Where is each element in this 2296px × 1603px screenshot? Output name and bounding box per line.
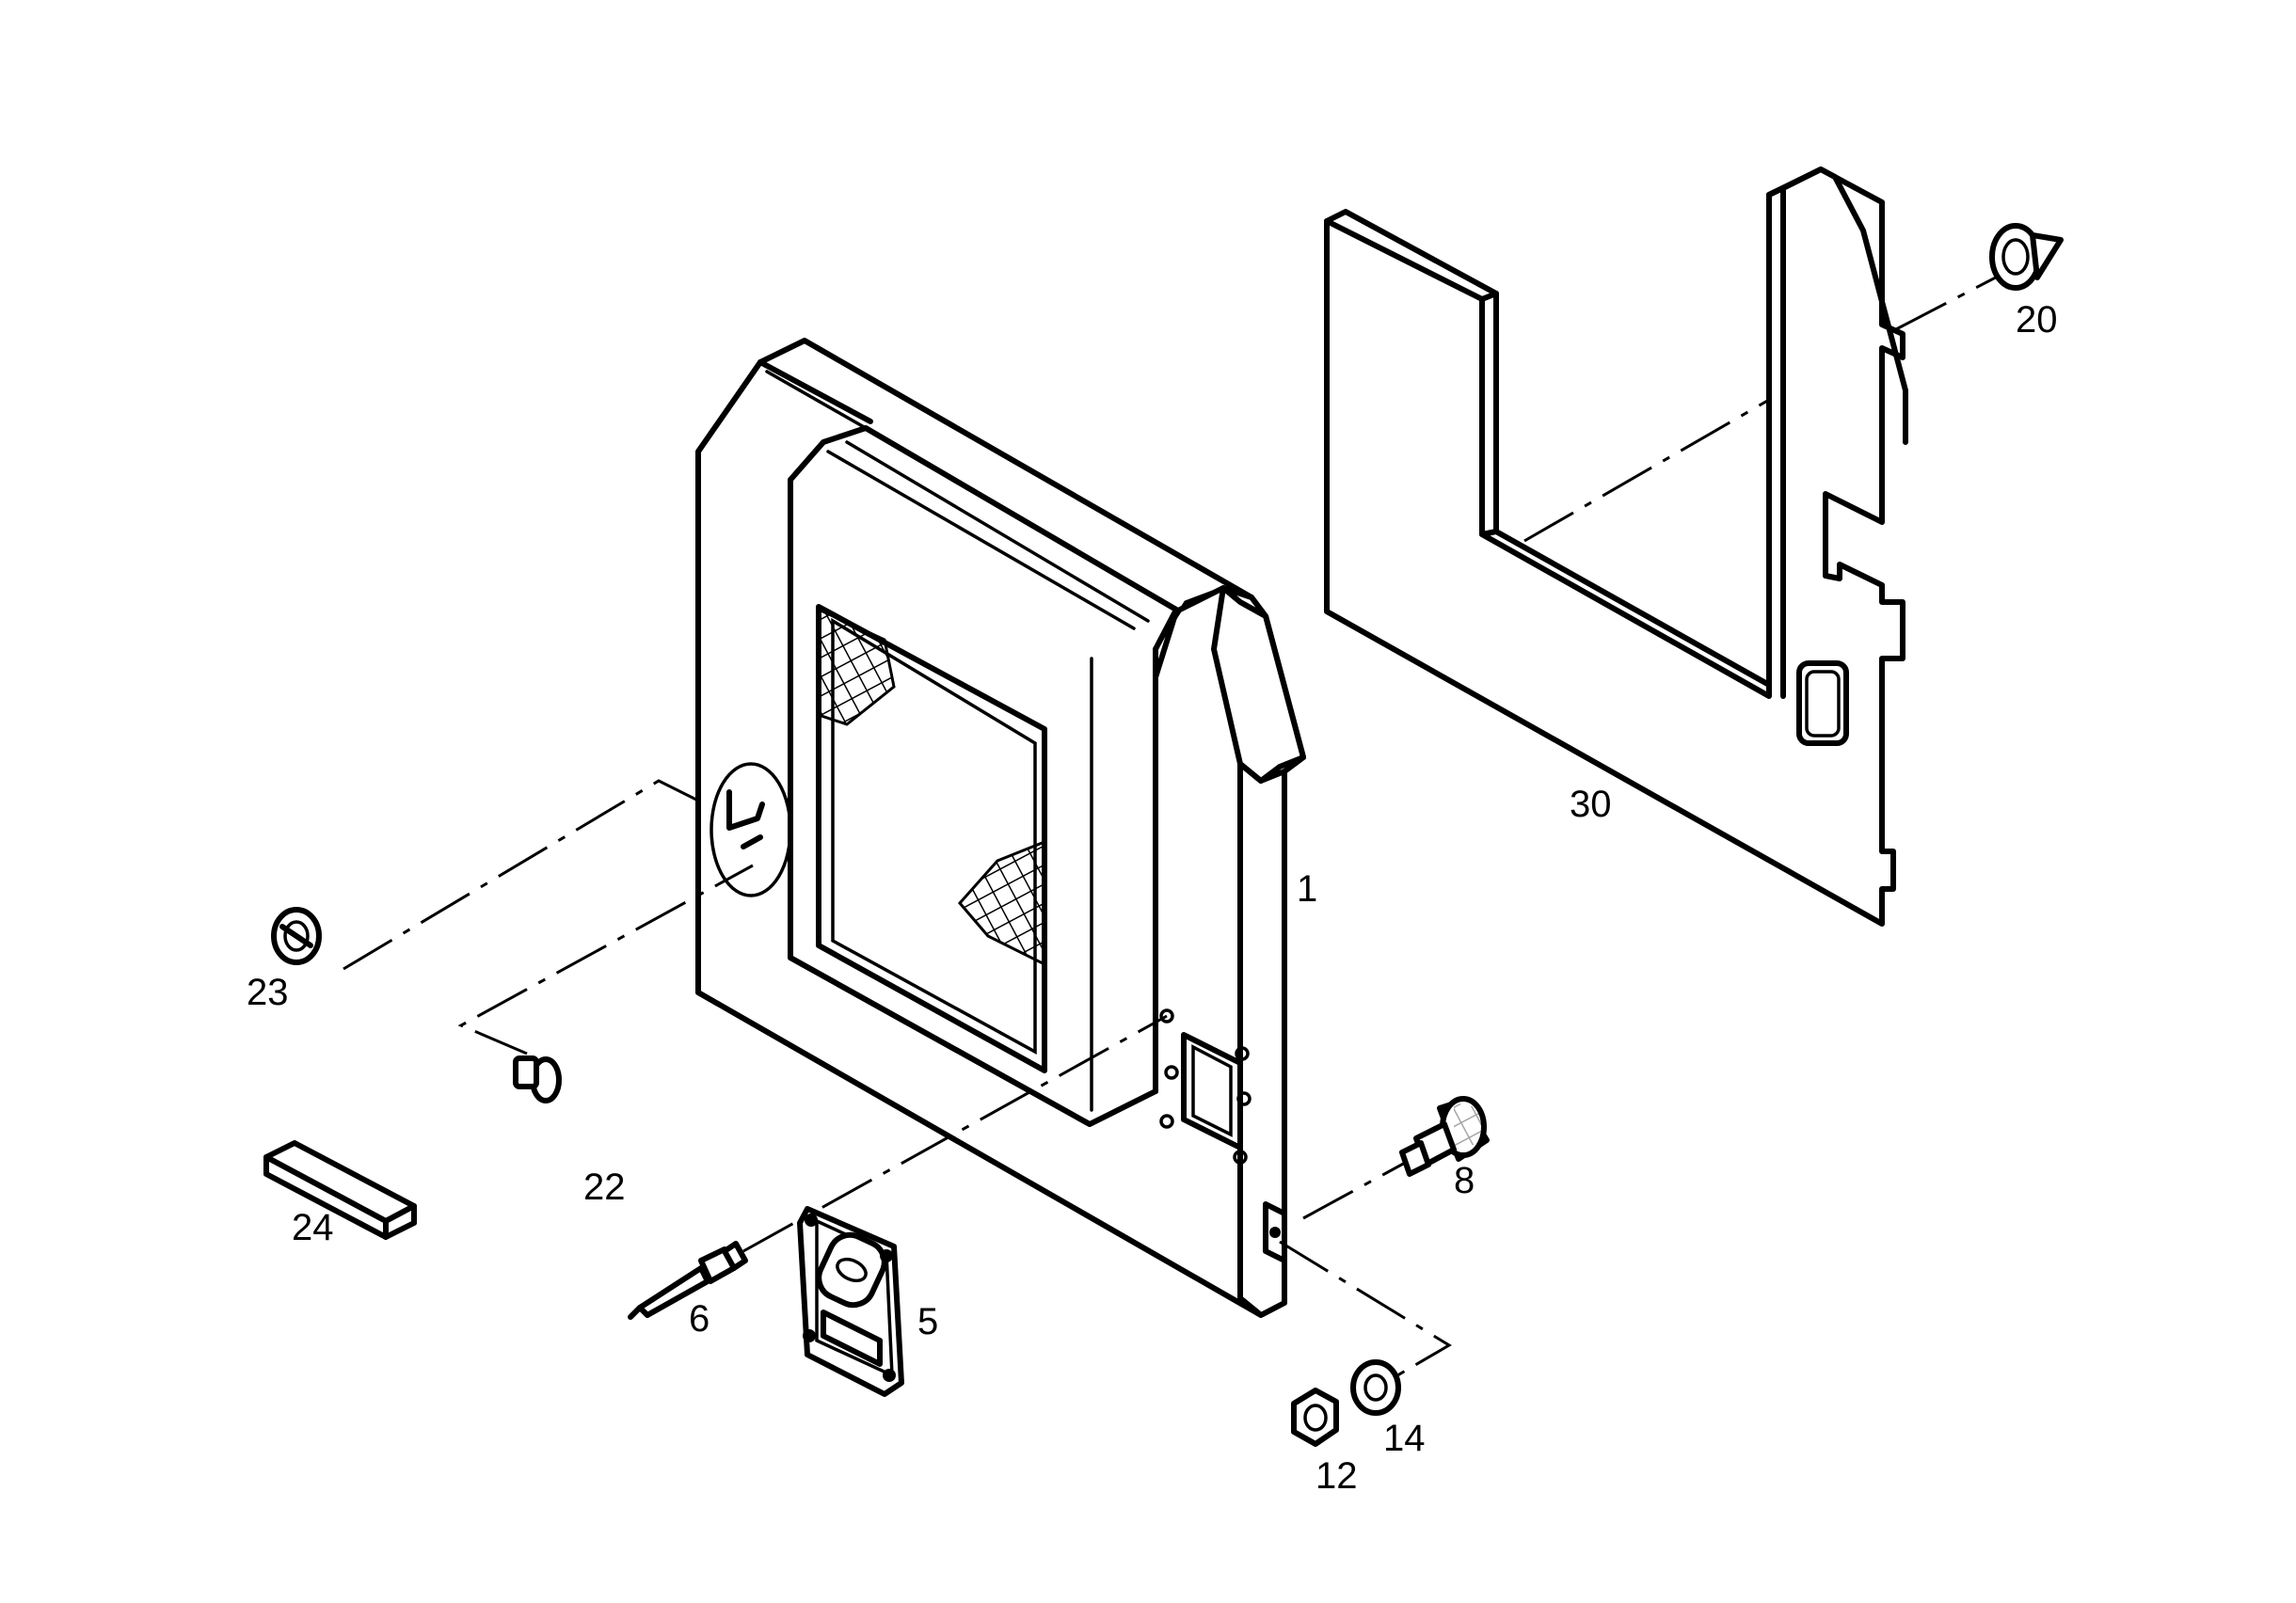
part-30-rear-panel xyxy=(1324,167,1908,927)
leader-12-14 xyxy=(1279,1240,1452,1380)
part-1-side-panel xyxy=(695,338,1306,1318)
label-part-20: 20 xyxy=(2016,299,2058,341)
leader-23 xyxy=(343,779,697,971)
part-labels: 1 5 6 8 12 14 20 22 23 24 30 xyxy=(247,299,2058,1497)
label-part-22: 22 xyxy=(583,1167,626,1208)
label-part-12: 12 xyxy=(1315,1455,1358,1497)
part-5-latch-plate xyxy=(797,1206,904,1397)
label-part-23: 23 xyxy=(247,972,289,1013)
leader-20 xyxy=(1895,266,2015,331)
label-part-30: 30 xyxy=(1570,784,1612,825)
label-part-1: 1 xyxy=(1297,868,1317,910)
part-8-knob xyxy=(1399,1096,1490,1177)
leader-lines xyxy=(343,266,2015,1380)
label-part-8: 8 xyxy=(1454,1160,1475,1201)
leader-22 xyxy=(457,864,754,1055)
part-23-grommet xyxy=(271,907,322,965)
leader-30 xyxy=(1523,398,1770,543)
part-24-pad xyxy=(263,1140,417,1240)
label-part-14: 14 xyxy=(1383,1418,1426,1459)
label-part-5: 5 xyxy=(917,1301,938,1342)
part-20-clip xyxy=(1989,223,2064,291)
part-6-pin xyxy=(628,1241,748,1320)
label-part-24: 24 xyxy=(292,1207,334,1248)
label-part-6: 6 xyxy=(689,1298,710,1340)
part-22-rod xyxy=(513,1055,622,1346)
part-12-hex-nut xyxy=(1291,1388,1339,1447)
leader-6 xyxy=(742,1014,1168,1253)
part-14-washer xyxy=(1350,1359,1401,1416)
leader-8 xyxy=(1302,1160,1408,1220)
